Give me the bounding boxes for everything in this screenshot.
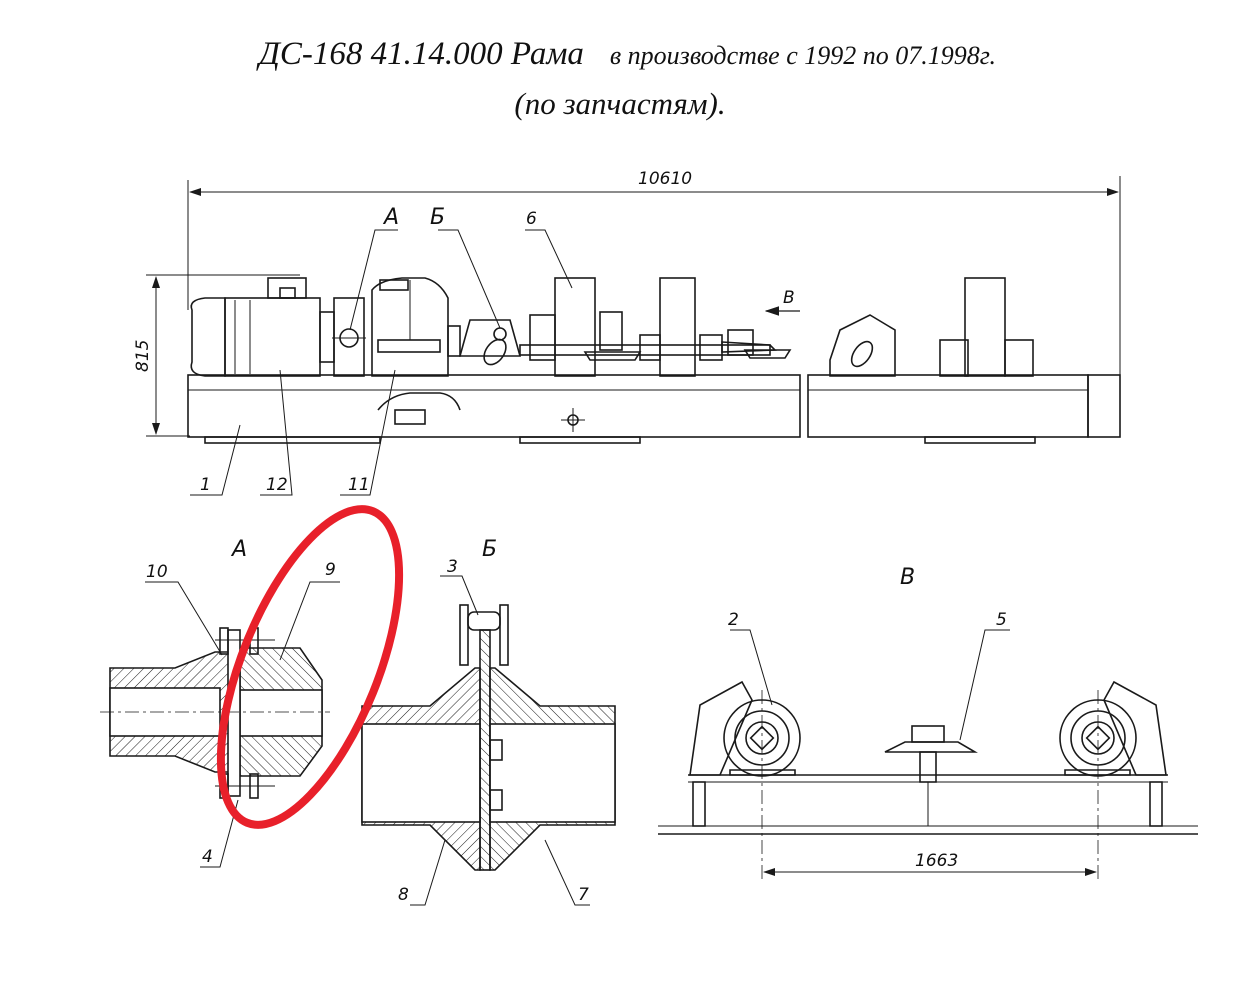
- title-main: ДС-168 41.14.000 Рама: [258, 36, 584, 72]
- detail-b-coupling: [361, 575, 616, 906]
- callout-4: 4: [202, 847, 213, 867]
- title-note: (по запчастям).: [514, 86, 726, 121]
- callout-11: 11: [348, 475, 370, 495]
- dim-roller-spacing: 1663: [915, 851, 958, 871]
- detail-a-coupling: [100, 581, 340, 868]
- view-label-a-top: А: [382, 205, 399, 230]
- view-label-v: В: [900, 565, 915, 590]
- callout-6: 6: [526, 209, 537, 229]
- title-period: в производстве с 1992 по 07.1998г.: [609, 41, 997, 70]
- highlight-ellipse: [216, 505, 404, 829]
- dim-overall-length: 10610: [638, 169, 692, 189]
- view-label-b: Б: [482, 537, 497, 562]
- callout-12: 12: [266, 475, 288, 495]
- view-v-rollers: [658, 629, 1198, 880]
- callout-10: 10: [146, 562, 168, 582]
- callout-3: 3: [447, 557, 458, 577]
- callout-9: 9: [325, 560, 336, 580]
- view-arrow-label: В: [783, 288, 795, 308]
- callout-2: 2: [728, 610, 739, 630]
- dim-height: 815: [133, 340, 153, 372]
- view-label-a: А: [230, 537, 247, 562]
- frame-side-view: [146, 176, 1121, 496]
- callout-7: 7: [578, 885, 589, 905]
- callout-1: 1: [200, 475, 211, 495]
- drawing-title: ДС-168 41.14.000 Рама в производстве с 19…: [0, 36, 1255, 73]
- view-label-b-top: Б: [430, 205, 445, 230]
- callout-8: 8: [398, 885, 409, 905]
- callout-5: 5: [996, 610, 1007, 630]
